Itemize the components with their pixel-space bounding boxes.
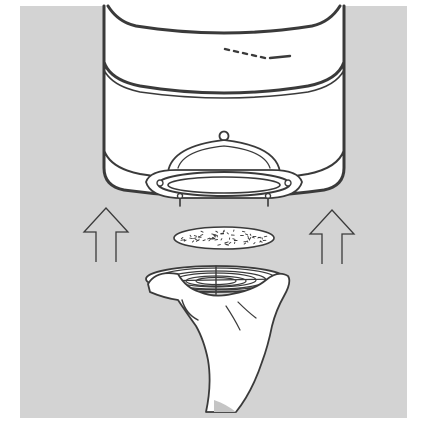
mesh-filter-disc <box>174 227 274 249</box>
mesh-speckle <box>190 238 193 239</box>
mesh-speckle <box>234 242 235 243</box>
mesh-speckle <box>226 245 229 246</box>
mesh-speckle <box>247 241 248 242</box>
mesh-speckle <box>223 231 224 232</box>
mesh-speckle <box>181 240 184 241</box>
mesh-speckle <box>242 231 245 232</box>
mesh-speckle <box>250 238 251 239</box>
mesh-speckle <box>218 245 221 246</box>
mesh-speckle <box>248 236 249 237</box>
mesh-speckle <box>264 236 267 237</box>
mesh-speckle <box>250 234 251 235</box>
mesh-speckle <box>215 240 218 241</box>
mesh-speckle <box>258 237 261 238</box>
